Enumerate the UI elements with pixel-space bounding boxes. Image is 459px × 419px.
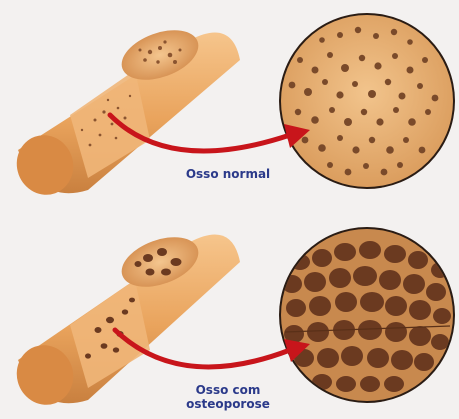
osteoporosis-label-line1: Osso com: [168, 383, 288, 397]
osteoporosis-bone-zoom: [279, 227, 455, 403]
osteoporosis-bone-label: Osso com osteoporose: [168, 383, 288, 411]
osteoporosis-label-line2: osteoporose: [168, 397, 288, 411]
normal-bone-label: Osso normal: [168, 167, 288, 181]
normal-bone-zoom: [279, 13, 455, 189]
